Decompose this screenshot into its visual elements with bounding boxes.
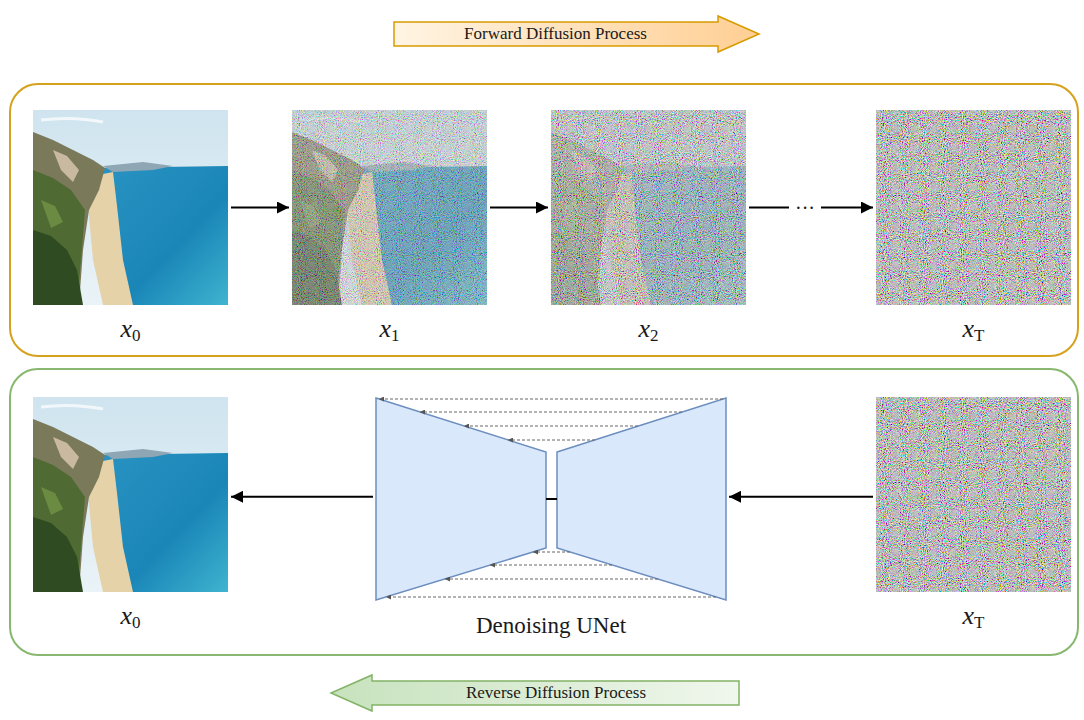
image-illustration xyxy=(33,110,228,305)
decoder-trapezoid xyxy=(557,398,726,600)
node-banner: Forward Diffusion Process xyxy=(393,15,760,53)
unet-trapezoids xyxy=(376,398,726,600)
image-caption: x0 xyxy=(120,313,140,346)
gaussian-noise xyxy=(876,397,1071,592)
process-label: Forward Diffusion Process xyxy=(393,15,718,53)
process-arrow xyxy=(490,207,548,209)
image-caption: x2 xyxy=(638,313,658,346)
gaussian-noise xyxy=(551,110,746,305)
node-img: x0 xyxy=(33,397,228,592)
forward-panel xyxy=(10,84,1078,356)
process-arrow xyxy=(231,207,289,209)
image-illustration xyxy=(876,397,1071,592)
image-caption: x1 xyxy=(379,313,399,346)
gaussian-noise xyxy=(876,110,1071,305)
image-caption: x0 xyxy=(120,600,140,633)
skip-connection xyxy=(420,412,682,413)
process-label: Reverse Diffusion Process xyxy=(372,674,740,712)
arrow-outline xyxy=(331,675,739,711)
skip-connection xyxy=(379,399,723,400)
beach-photo xyxy=(292,110,487,305)
skip-connection xyxy=(445,579,658,580)
gaussian-noise xyxy=(292,110,487,305)
node-img: x2 xyxy=(551,110,746,305)
model-caption: Denoising UNet xyxy=(476,612,626,640)
skip-connection xyxy=(508,440,595,441)
node-img: xT xyxy=(876,397,1071,592)
node-banner: Reverse Diffusion Process xyxy=(330,674,740,712)
node-img: x1 xyxy=(292,110,487,305)
image-caption: xT xyxy=(963,313,985,346)
image-illustration xyxy=(33,397,228,592)
skip-connection xyxy=(533,552,570,553)
image-caption: xT xyxy=(963,600,985,633)
skip-connection xyxy=(490,565,612,566)
process-arrow xyxy=(231,496,373,498)
bottleneck-line xyxy=(546,498,557,500)
beach-photo xyxy=(551,110,746,305)
process-arrow xyxy=(729,496,873,498)
reverse-panel xyxy=(10,369,1078,655)
ellipsis-label: ··· xyxy=(789,198,821,218)
image-illustration xyxy=(292,110,487,305)
skip-connection xyxy=(464,426,638,427)
node-unet: Denoising UNet xyxy=(376,398,726,600)
node-img: xT xyxy=(876,110,1071,305)
image-illustration xyxy=(551,110,746,305)
arrow-outline xyxy=(394,16,759,52)
encoder-trapezoid xyxy=(376,398,546,600)
beach-photo xyxy=(33,110,228,305)
skip-connection xyxy=(386,597,716,598)
beach-photo xyxy=(33,397,228,592)
node-img: x0 xyxy=(33,110,228,305)
image-illustration xyxy=(876,110,1071,305)
